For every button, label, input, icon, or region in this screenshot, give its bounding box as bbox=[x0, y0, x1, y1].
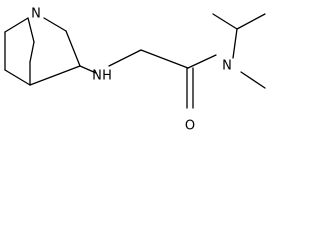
bond-nh-ch2 bbox=[108, 49, 142, 67]
bond-n1-c5 bbox=[27, 17, 35, 43]
bond-c8-c4 bbox=[29, 65, 81, 86]
carbonyl-oxygen-label: O bbox=[185, 119, 195, 134]
ring-nitrogen-label: N bbox=[31, 7, 41, 22]
amine-hydrogen-label: H bbox=[102, 69, 112, 84]
bond-c5-c6 bbox=[29, 41, 35, 63]
amine-nitrogen-label: N bbox=[92, 69, 102, 84]
quinuclidine-ring bbox=[4, 17, 81, 86]
side-chain bbox=[79, 13, 266, 109]
bond-c8-nh bbox=[79, 65, 97, 74]
bond-n1-c2 bbox=[4, 17, 29, 33]
bond-namide-ch bbox=[232, 28, 238, 59]
bond-n1-c7 bbox=[43, 17, 67, 32]
bond-ch2-carbonyl bbox=[140, 49, 189, 69]
bond-ch-methyl-right bbox=[236, 13, 266, 30]
bond-c3-c4 bbox=[4, 69, 31, 86]
bond-carbonyl-namide bbox=[187, 54, 217, 69]
bond-namide-methyl bbox=[240, 71, 266, 89]
bond-ch-methyl-left bbox=[212, 13, 238, 30]
bond-c7-c8 bbox=[65, 30, 81, 67]
amide-nitrogen-label: N bbox=[222, 59, 232, 74]
structure-diagram: N N H N O bbox=[4, 7, 266, 134]
